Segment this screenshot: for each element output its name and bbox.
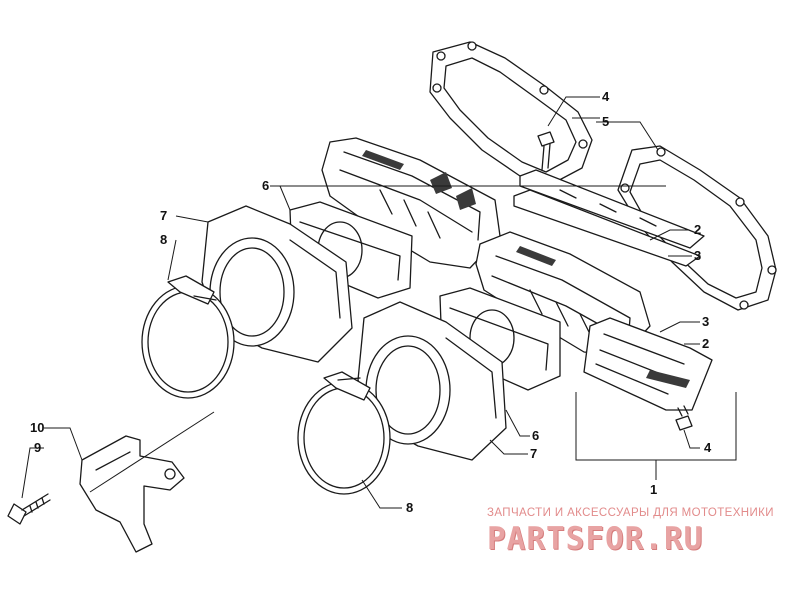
gasket-upper (429, 41, 593, 187)
callout-3-upper: 3 (694, 248, 701, 263)
callout-2-upper: 2 (694, 222, 701, 237)
callout-3-lower: 3 (702, 314, 709, 329)
callout-8-upper: 8 (160, 232, 167, 247)
callout-5: 5 (602, 114, 609, 129)
mounting-bracket (79, 435, 185, 553)
reed-screw-lower (675, 405, 693, 431)
watermark-logo: PARTSFOR.RU (487, 521, 704, 557)
callout-4-upper: 4 (602, 89, 610, 104)
callout-10: 10 (30, 420, 44, 435)
reed-petal-set-lower (583, 317, 713, 411)
clamp-lower (297, 371, 391, 495)
callout-1: 1 (650, 482, 657, 497)
callout-8-lower: 8 (406, 500, 413, 515)
callout-numbers: 4 5 2 3 6 7 8 3 2 4 6 7 1 8 10 9 (30, 89, 712, 515)
screw (7, 493, 51, 525)
intake-boot-lower (357, 301, 507, 461)
callout-9: 9 (34, 440, 41, 455)
intake-boot-upper (201, 205, 353, 363)
reed-block-upper (321, 137, 501, 269)
watermark-caption: ЗАПЧАСТИ И АКСЕССУАРЫ ДЛЯ МОТОТЕХНИКИ (487, 507, 774, 519)
callout-7-upper: 7 (160, 208, 167, 223)
clamp-upper (141, 275, 235, 399)
callout-leaders (21, 96, 737, 509)
callout-6-lower: 6 (532, 428, 539, 443)
callout-6-upper: 6 (262, 178, 269, 193)
callout-7-lower: 7 (530, 446, 537, 461)
reed-screw-upper (537, 131, 555, 171)
reed-petal-set-upper (513, 169, 705, 267)
callout-2-lower: 2 (702, 336, 709, 351)
callout-4-lower: 4 (704, 440, 712, 455)
